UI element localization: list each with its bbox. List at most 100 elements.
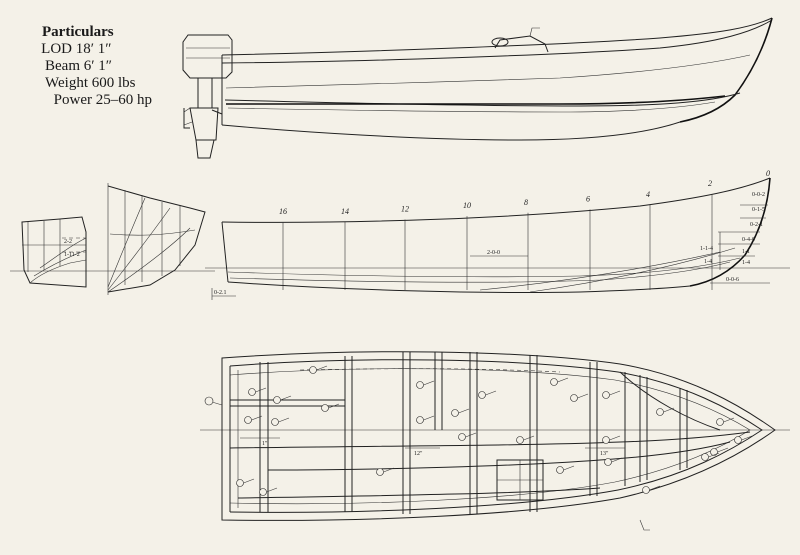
particulars-label: LOD [41, 41, 72, 57]
part-callout-bubble [376, 468, 384, 476]
part-callout-leader [717, 447, 729, 453]
part-callout-leader [663, 407, 675, 413]
part-callout-leader [316, 365, 328, 371]
part-callout-bubble [656, 408, 664, 416]
outboard-motor [182, 34, 233, 159]
part-callout-bubble [710, 448, 718, 456]
plan-dimension-a: 12" [414, 451, 423, 457]
part-callout-bubble [271, 418, 279, 426]
part-callout-bubble [273, 396, 281, 404]
part-callout-leader [423, 415, 435, 421]
part-callout-leader [611, 457, 623, 463]
part-callout-bubble [604, 458, 612, 466]
station-label: 2 [708, 179, 712, 188]
part-callout-bubble [734, 436, 742, 444]
particulars-value: 25–60 hp [95, 92, 152, 108]
body-plan: 2-2 1-11-2 [10, 183, 215, 295]
part-callout-bubble [602, 391, 610, 399]
part-callout-bubble [556, 466, 564, 474]
particulars-row-power: Power 25–60 hp [30, 92, 152, 109]
left-offset-dimension: 0-2.1 [214, 290, 227, 296]
part-callout-leader [465, 432, 477, 438]
part-callout-bubble [570, 394, 578, 402]
station-spacing-dimension: 2-0-0 [487, 250, 500, 256]
station-lines [282, 194, 713, 290]
part-callout-leader [278, 417, 290, 423]
part-callout-bubble [321, 404, 329, 412]
construction-plan: 12" 1" 13" [200, 351, 790, 531]
particulars-title: Particulars [42, 24, 114, 40]
part-callout-leader [649, 485, 661, 491]
part-callout-bubble [416, 416, 424, 424]
station-label: 8 [524, 198, 528, 207]
part-callout-bubble [602, 436, 610, 444]
profile-sheer [221, 17, 773, 56]
bow-offset-4: 1-1 [742, 249, 750, 255]
part-callout-leader [485, 390, 497, 396]
bow-small-dimension: 1-4 [704, 259, 712, 265]
bow-offset-1: 0-1-5 [752, 207, 765, 213]
part-callout-bubble [259, 488, 267, 496]
station-label: 14 [341, 207, 349, 216]
lines-profile: 16 14 12 10 8 6 4 2 0 2-0-0 0-2.1 0-0-6 1-1-4 1-… [205, 169, 790, 300]
part-callout-leader [383, 467, 395, 473]
part-callout-leader [609, 390, 621, 396]
lines-sheer [221, 177, 771, 223]
particulars-value: 6′ 1″ [83, 58, 113, 74]
part-callout-leader [557, 377, 569, 383]
bow-offset-5: 1-4 [742, 260, 750, 266]
plan-dimension-b: 1" [262, 441, 268, 447]
part-callout-bubble [248, 388, 256, 396]
bow-offset-2: 0-2-1 [750, 222, 763, 228]
particulars-box: Particulars LOD 18′ 1″ Beam 6′ 1″ Weight… [30, 24, 152, 109]
part-callout-bubble [458, 433, 466, 441]
part-callout-bubble [478, 391, 486, 399]
part-callout-leader [723, 417, 735, 423]
particulars-value: 18′ 1″ [75, 41, 112, 57]
plan-dimension-c: 13" [600, 451, 609, 457]
part-callout-bubble [244, 416, 252, 424]
station-labels: 16 14 12 10 8 6 4 2 0 [279, 169, 770, 216]
profile-bow [679, 17, 773, 123]
part-callout-leader [280, 395, 292, 401]
part-callout-leader [328, 403, 340, 409]
bow-offsets: 0-0-2 0-1-5 0-2-1 0-4-0 1-1 1-4 [718, 192, 768, 270]
station-label: 12 [401, 205, 409, 214]
part-callout-leader [255, 387, 267, 393]
station-label: 0 [766, 169, 770, 178]
particulars-row-weight: Weight 600 lbs [30, 75, 152, 92]
bow-offset-3: 0-4-0 [742, 237, 755, 243]
station-label: 6 [586, 194, 590, 203]
part-callout-leader [523, 435, 535, 441]
station-label: 4 [646, 190, 650, 199]
part-callout-bubble [642, 486, 650, 494]
part-callout-leader [243, 478, 255, 484]
outboard-profile [182, 17, 773, 159]
steering-console [491, 27, 549, 53]
part-callout-leader [563, 465, 575, 471]
bow-offset-0: 0-0-2 [752, 192, 765, 198]
bow-height-dimension: 1-1-4 [700, 246, 713, 252]
part-callout-bubble [701, 453, 709, 461]
part-callout-leader [609, 435, 621, 441]
particulars-row-lod: LOD 18′ 1″ [30, 41, 152, 58]
part-callout-bubble [550, 378, 558, 386]
part-callouts [236, 365, 753, 496]
part-callout-leader [423, 380, 435, 386]
part-callout-bubble [516, 436, 524, 444]
part-callout-bubble [716, 418, 724, 426]
section-dimension-a: 2-2 [64, 239, 72, 245]
part-callout-bubble [451, 409, 459, 417]
station-label: 16 [279, 207, 287, 216]
particulars-label: Beam [45, 58, 80, 74]
part-callout-leader [577, 393, 589, 399]
bow-offset-dimension: 0-0-6 [726, 277, 739, 283]
part-callout-leader [251, 415, 263, 421]
part-callout-bubble [309, 366, 317, 374]
particulars-row-beam: Beam 6′ 1″ [30, 58, 152, 75]
part-callout-bubble [236, 479, 244, 487]
station-label: 10 [463, 201, 471, 210]
particulars-label: Weight [45, 75, 88, 91]
